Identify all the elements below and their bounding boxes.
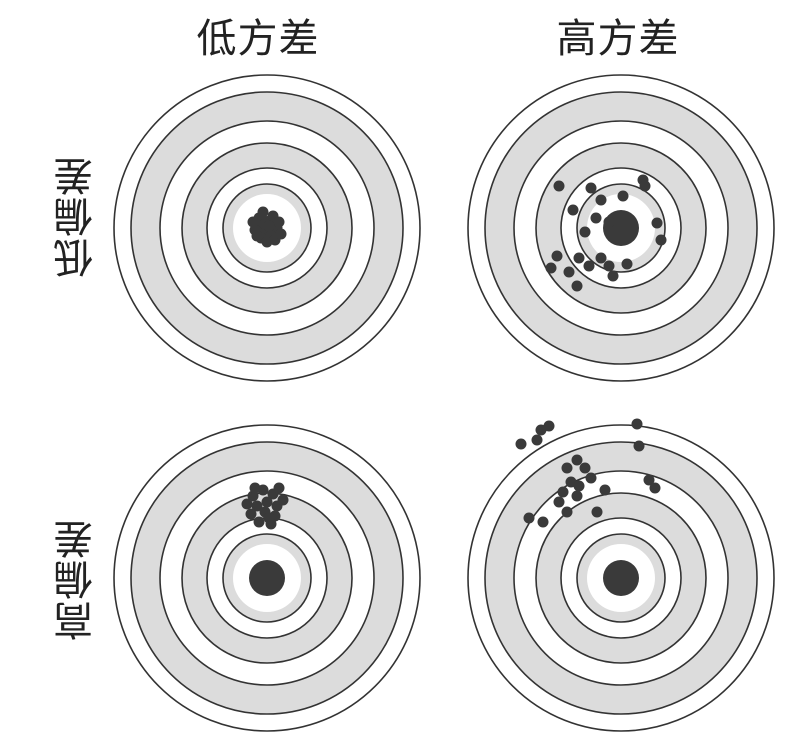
shot-point xyxy=(249,482,261,494)
target-high-bias-low-variance xyxy=(113,424,421,732)
shot-point xyxy=(585,182,597,194)
shot-point xyxy=(553,180,565,192)
bullseye xyxy=(249,560,285,596)
shot-point xyxy=(639,180,651,192)
shot-point xyxy=(599,484,611,496)
shot-point xyxy=(579,462,591,474)
shot-point xyxy=(567,204,579,216)
shot-point xyxy=(557,486,569,498)
shot-point xyxy=(573,480,585,492)
shot-point xyxy=(563,266,575,278)
shot-point xyxy=(251,500,263,512)
shot-point xyxy=(531,434,543,446)
shot-point xyxy=(537,516,549,528)
shot-point xyxy=(553,496,565,508)
shot-point xyxy=(261,496,273,508)
shot-point xyxy=(631,418,643,430)
shot-point xyxy=(273,482,285,494)
shot-point xyxy=(543,420,555,432)
shot-point xyxy=(263,220,275,232)
shot-point xyxy=(607,270,619,282)
shot-point xyxy=(245,508,257,520)
shot-point xyxy=(633,440,645,452)
bullseye xyxy=(603,560,639,596)
bullseye xyxy=(603,210,639,246)
target-low-bias-high-variance xyxy=(467,74,775,382)
shot-point xyxy=(590,212,602,224)
shot-point xyxy=(585,472,597,484)
shot-point xyxy=(277,494,289,506)
shot-point xyxy=(263,512,275,524)
shot-point xyxy=(621,258,633,270)
shot-point xyxy=(275,228,287,240)
column-label-high-variance: 高方差 xyxy=(556,16,680,62)
shot-point xyxy=(617,190,629,202)
shot-point xyxy=(595,194,607,206)
shot-point xyxy=(241,498,253,510)
shot-point xyxy=(247,216,259,228)
shot-point xyxy=(579,226,591,238)
shot-point xyxy=(561,506,573,518)
shot-point xyxy=(649,482,661,494)
shot-point xyxy=(571,454,583,466)
shot-point xyxy=(643,474,655,486)
column-label-low-variance: 低方差 xyxy=(196,16,320,62)
shot-point xyxy=(251,230,263,242)
target-low-bias-low-variance xyxy=(113,74,421,382)
shot-point xyxy=(571,490,583,502)
shot-point xyxy=(595,252,607,264)
shot-point xyxy=(603,260,615,272)
shot-point xyxy=(523,512,535,524)
shot-point xyxy=(603,216,615,228)
shot-point xyxy=(257,206,269,218)
shot-point xyxy=(561,462,573,474)
shot-point xyxy=(253,516,265,528)
shot-point xyxy=(651,217,663,229)
shot-point xyxy=(655,234,667,246)
shot-point xyxy=(591,506,603,518)
shot-point xyxy=(551,250,563,262)
shot-point xyxy=(583,260,595,272)
shot-point xyxy=(515,438,527,450)
target-high-bias-high-variance xyxy=(467,418,775,732)
shot-point xyxy=(571,280,583,292)
shot-point xyxy=(273,216,285,228)
shot-point xyxy=(573,252,585,264)
shot-point xyxy=(545,262,557,274)
